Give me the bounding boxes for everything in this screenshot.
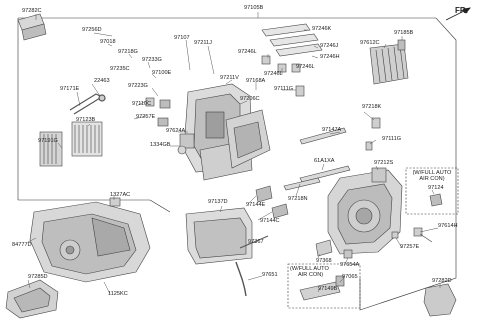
part-label-1125kc: 1125KC [108,291,128,297]
front-direction-label: FR. [455,6,468,15]
part-label-97110c: 97110C [132,101,152,107]
housing-97137d-shape [185,207,253,265]
duct-97149b-shape [299,275,345,301]
part-label-97018: 97018 [100,39,116,45]
part-label-97123b: 97123B [76,117,96,123]
part-label-97235c: 97235C [110,66,130,72]
part-label-97185b: 97185B [394,30,414,36]
duct-97285d-shape [5,279,59,319]
part-label-22463: 22463 [94,78,110,84]
rod-97367-shape [239,235,269,249]
part-label-97624a: 97624A [166,128,186,134]
sensor-right-shape [391,227,433,243]
option-box-bottom-caption: (W/FULL AUTO AIR CON) [290,266,340,278]
part-label-97124: 97124 [428,185,444,191]
hose-97651-shape [235,261,247,297]
part-label-1334gb: 1334GB [150,142,171,148]
assembly-frame-link [149,199,171,213]
part-label-97233g: 97233G [142,57,162,63]
part-label-97651: 97651 [262,272,278,278]
option-box-bottom [287,263,361,309]
case-half-shape [225,109,271,169]
part-label-97211v: 97211V [220,75,239,81]
part-label-97212s: 97212S [374,160,394,166]
option-box-right-caption: (W/FULL AUTO AIR CON) [408,170,456,182]
part-label-97171e: 97171E [60,86,80,92]
option-box-bottom-line1: (W/FULL AUTO [290,266,329,272]
part-label-97246j: 97246J [320,43,339,49]
front-arrow-icon [445,7,471,21]
part-label-97282d: 97282D [432,278,452,284]
part-label-97107: 97107 [174,35,190,41]
part-label-97111g-a: 97111G [274,86,294,92]
option-box-right-line1: (W/FULL AUTO [412,170,452,176]
assembly-number-label: 97105B [244,5,264,11]
hvac-assembly-shape [29,197,151,283]
part-label-97246l-c: 97246L [296,64,315,70]
long-strips-shape [283,127,351,191]
pipe-shape [69,93,106,115]
heater-core-shape [71,121,103,157]
part-label-97144c: 97144C [260,218,280,224]
part-label-97149b: 97149B [318,286,338,292]
part-label-97614h: 97614H [438,223,458,229]
part-label-97256d: 97256D [82,27,102,33]
part-label-97218k: 97218K [362,104,382,110]
part-label-97257e-left: 97257E [136,114,156,120]
part-label-97137d: 97137D [208,199,228,205]
duct-97282d-shape [423,283,457,317]
blower-case-shape [327,167,403,255]
part-label-97191g: 97191G [38,138,58,144]
part-label-97612c: 97612C [360,40,380,46]
part-label-97246k: 97246K [312,26,332,32]
part-label-97147a: 97147A [322,127,342,133]
part-label-97111g-b: 97111G [382,136,402,142]
part-label-97282c: 97282C [22,8,42,14]
part-label-97246l-b: 97246L [264,71,283,77]
duct-97282c-shape [17,13,47,41]
part-label-97367: 97367 [248,239,264,245]
option-box-bottom-line2: AIR CON) [298,272,324,279]
actuator-shapes [145,85,381,155]
part-label-97257e-right: 97257E [400,244,420,250]
part-label-97100e: 97100E [152,70,172,76]
part-label-97211j: 97211J [194,40,212,46]
part-label-97218n: 97218N [288,196,308,202]
part-label-97168a: 97168A [246,78,266,84]
filter-97612c-shape [369,43,409,85]
part-label-97246h: 97246H [320,54,340,60]
part-label-97065: 97065 [342,274,358,280]
part-label-97223g: 97223G [128,83,148,89]
brackets-97144-shape [255,185,289,219]
part-label-1327ac: 1327AC [110,192,131,198]
part-label-97144e: 97144E [246,202,266,208]
part-label-97206c: 97206C [240,96,260,102]
part-label-97285d: 97285D [28,274,48,280]
part-label-97654a: 97654A [340,262,360,268]
part-label-84777d: 84777D [12,242,32,248]
sensor-97124-shape [429,193,443,207]
seal-strips-shape [261,23,323,73]
option-box-right [405,167,459,215]
hvac-case-shape [183,83,253,181]
part-label-61a1xa: 61A1XA [314,158,335,164]
part-label-97368: 97368 [316,258,332,264]
option-box-right-line2: AIR CON) [419,176,445,183]
clip-97185b-shape [397,39,406,51]
part-label-97246l-a: 97246L [238,49,257,55]
part-label-97218g: 97218G [118,49,138,55]
filter-97191g-shape [39,131,63,167]
leader-lines [27,12,441,295]
